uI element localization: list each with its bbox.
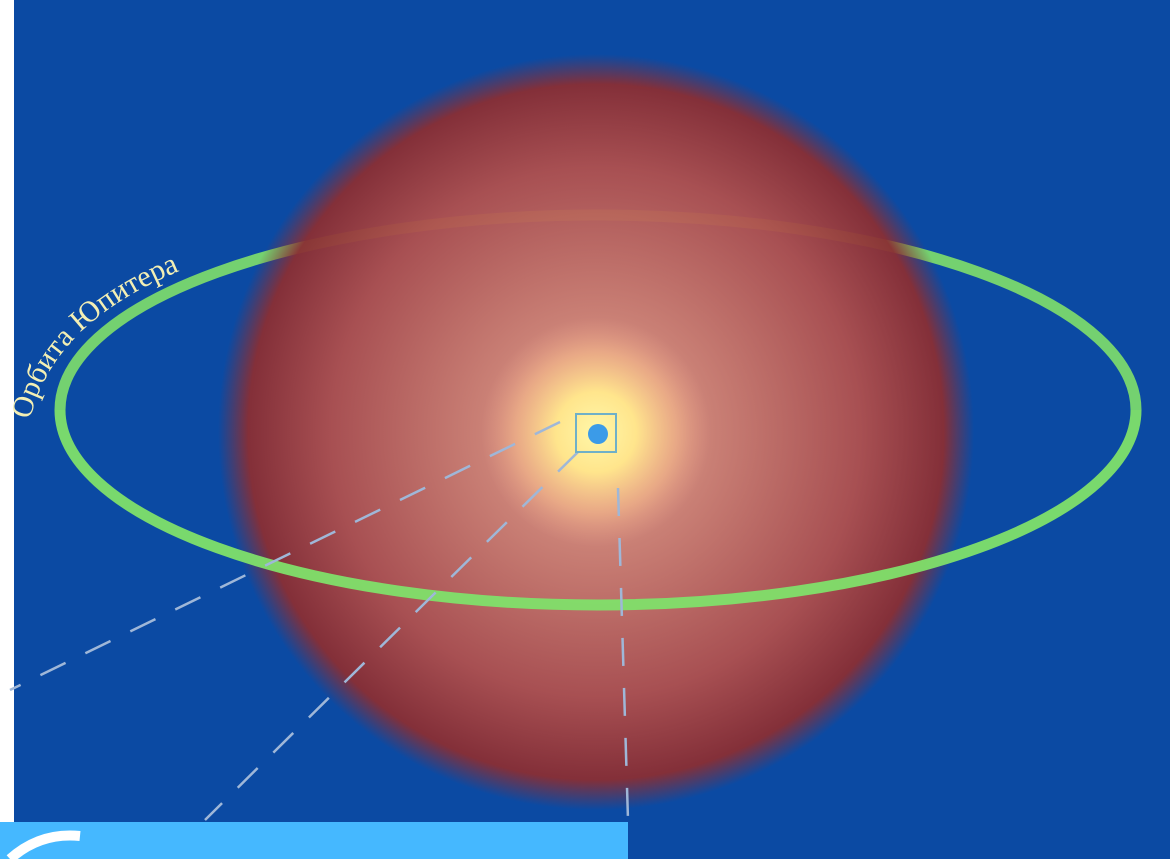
sun-marker-box <box>575 413 617 453</box>
sun-icon <box>588 424 608 444</box>
left-margin <box>0 0 14 859</box>
projection-lines <box>9 420 630 821</box>
orbit-ellipse-front <box>54 409 1142 611</box>
bottom-panel-glyph <box>6 830 81 859</box>
bottom-panel <box>0 822 628 859</box>
